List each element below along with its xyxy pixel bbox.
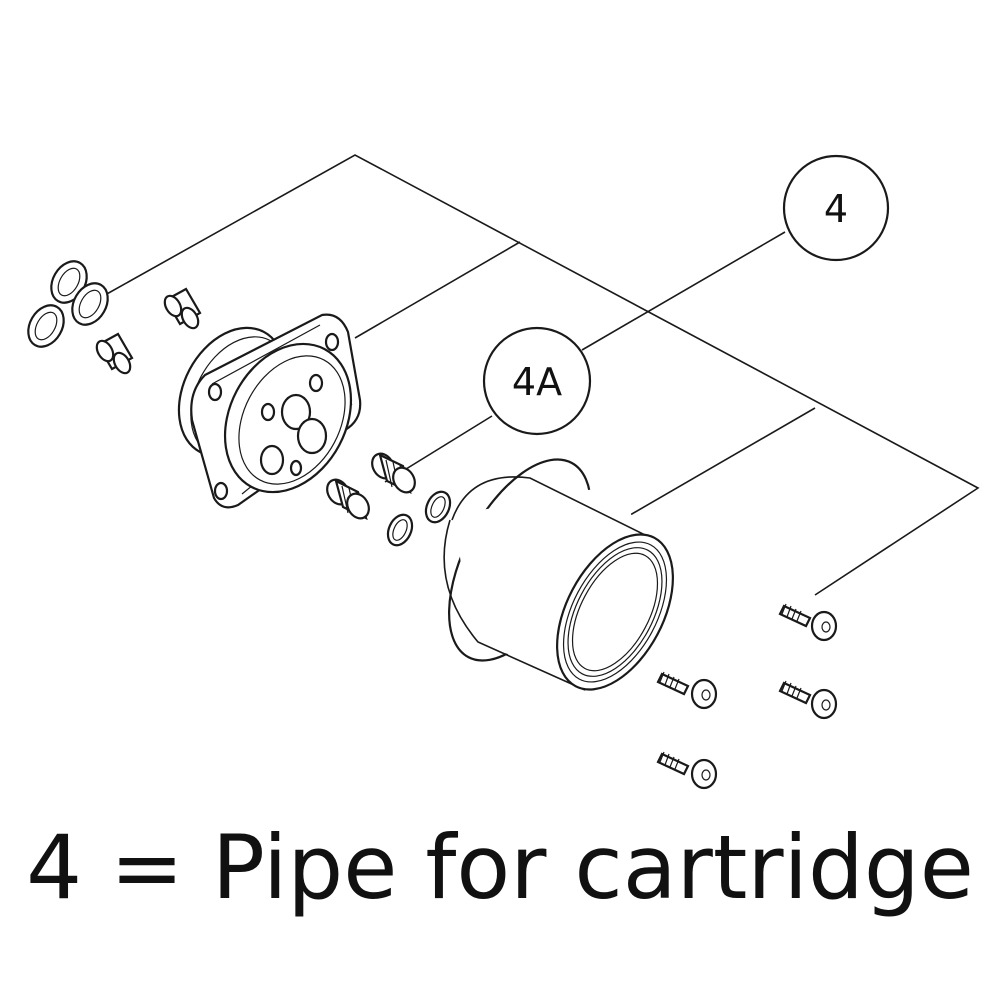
callout-label-4: 4	[824, 187, 848, 231]
caption-text: 4 = Pipe for cartridge	[26, 816, 974, 919]
cartridge-pipe	[443, 458, 674, 691]
flange-cap	[177, 313, 362, 509]
screw-1	[778, 603, 838, 642]
plug-lower	[95, 332, 134, 375]
callout-balloon-4: 4	[782, 154, 890, 262]
screw-2	[656, 671, 718, 710]
screw-4	[656, 751, 718, 790]
small-o-rings	[386, 490, 452, 547]
screw-3	[778, 680, 838, 720]
o-rings-group	[27, 260, 109, 348]
callout-label-4a: 4A	[512, 360, 562, 404]
plug-upper	[163, 287, 202, 330]
check-valve-upper	[371, 452, 416, 495]
assembly-leader-lines	[104, 154, 980, 596]
callout-balloon-4a: 4A	[482, 326, 592, 436]
check-valve-lower	[326, 478, 370, 521]
